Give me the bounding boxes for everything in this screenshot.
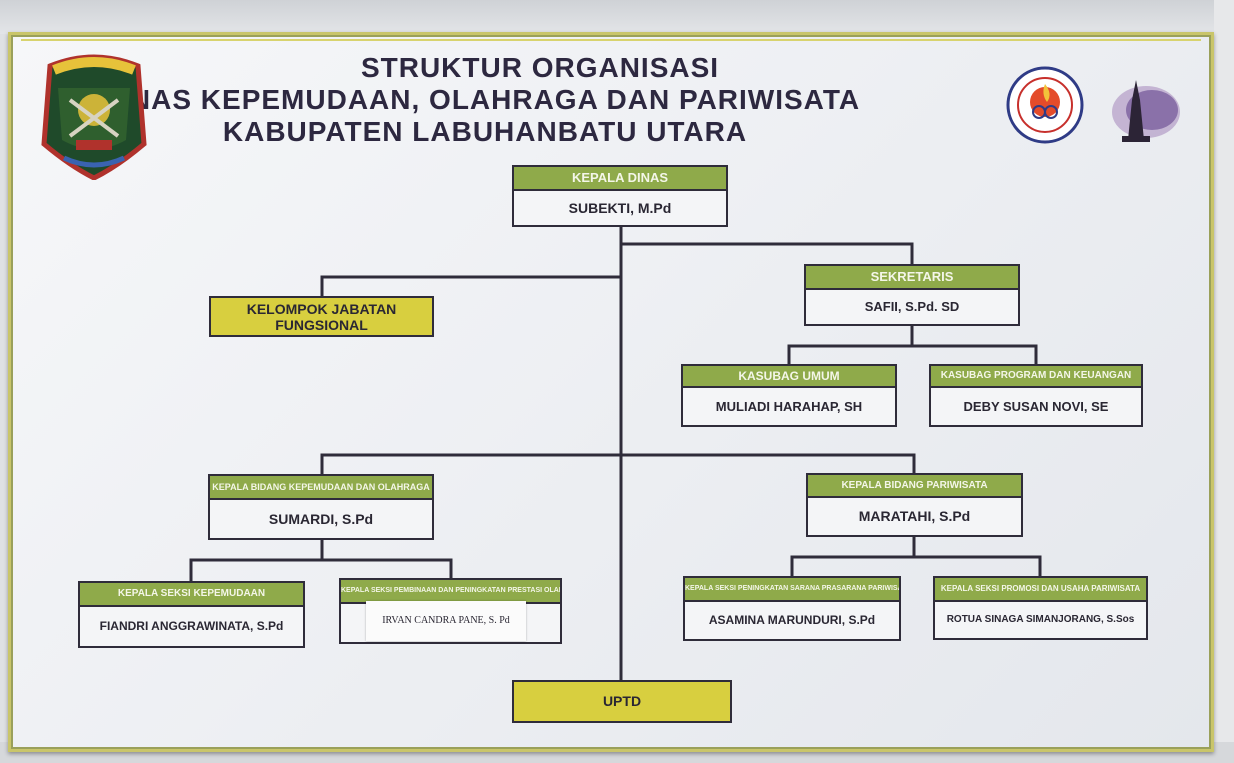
node-seksi-promosi-usaha: KEPALA SEKSI PROMOSI DAN USAHA PARIWISAT… bbox=[933, 576, 1148, 640]
wall-background bbox=[0, 0, 1234, 34]
labuhanbatu-utara-emblem-icon bbox=[41, 54, 147, 180]
connector-bidang-branch bbox=[320, 453, 916, 475]
connector-sekretaris bbox=[621, 242, 914, 265]
board-border bbox=[21, 39, 1201, 745]
node-kelompok-jabatan-fungsional: KELOMPOK JABATAN FUNGSIONAL bbox=[209, 296, 434, 337]
connector-kelompok bbox=[320, 275, 621, 296]
node-kepala-dinas-name: SUBEKTI, M.Pd bbox=[568, 200, 672, 216]
node-seksi-promosi-title: KEPALA SEKSI PROMOSI DAN USAHA PARIWISAT… bbox=[935, 578, 1146, 602]
node-seksi-sarana-title: KEPALA SEKSI PENINGKATAN SARANA PRASARAN… bbox=[685, 578, 899, 602]
node-kasubag-program-keuangan: KASUBAG PROGRAM DAN KEUANGAN DEBY SUSAN … bbox=[929, 364, 1143, 427]
node-kabid-pariwisata-name: MARATAHI, S.Pd bbox=[858, 508, 971, 524]
kementerian-pemuda-olahraga-logo-icon bbox=[1006, 66, 1084, 144]
node-kasubag-umum: KASUBAG UMUM MULIADI HARAHAP, SH bbox=[681, 364, 897, 427]
chart-title-line1: STRUKTUR ORGANISASI bbox=[360, 52, 720, 83]
node-kabid-kepemudaan-olahraga: KEPALA BIDANG KEPEMUDAAN DAN OLAHRAGA SU… bbox=[208, 474, 434, 540]
connector-kasubag-branch bbox=[787, 344, 1038, 365]
wall-background-right bbox=[1214, 0, 1234, 763]
node-sekretaris: SEKRETARIS SAFII, S.Pd. SD bbox=[804, 264, 1020, 326]
tourism-monument-logo-icon bbox=[1112, 80, 1180, 142]
node-kelompok-line1: KELOMPOK JABATAN bbox=[246, 301, 397, 317]
node-kabid-kepemudaan-title: KEPALA BIDANG KEPEMUDAAN DAN OLAHRAGA bbox=[210, 476, 432, 500]
node-kasubag-umum-title: KASUBAG UMUM bbox=[683, 366, 895, 388]
node-sekretaris-name: SAFII, S.Pd. SD bbox=[864, 299, 960, 314]
node-seksi-kepemudaan: KEPALA SEKSI KEPEMUDAAN FIANDRI ANGGRAWI… bbox=[78, 581, 305, 648]
chart-title-line3: KABUPATEN LABUHANBATU UTARA bbox=[222, 116, 748, 147]
chart-title-line2: DINAS KEPEMUDAAN, OLAHRAGA DAN PARIWISAT… bbox=[99, 84, 861, 115]
node-kepala-dinas: KEPALA DINAS SUBEKTI, M.Pd bbox=[512, 165, 728, 227]
node-seksi-kepemudaan-title: KEPALA SEKSI KEPEMUDAAN bbox=[80, 583, 303, 607]
node-seksi-pembinaan-name: IRVAN CANDRA PANE, S. Pd bbox=[382, 615, 510, 626]
node-seksi-sarana-name: ASAMINA MARUNDURI, S.Pd bbox=[708, 613, 876, 627]
node-kasubag-program-title: KASUBAG PROGRAM DAN KEUANGAN bbox=[931, 366, 1141, 388]
node-seksi-sarana-prasarana: KEPALA SEKSI PENINGKATAN SARANA PRASARAN… bbox=[683, 576, 901, 641]
node-sekretaris-title: SEKRETARIS bbox=[806, 266, 1018, 290]
name-label-paper: IRVAN CANDRA PANE, S. Pd bbox=[366, 601, 526, 641]
node-kepala-dinas-title: KEPALA DINAS bbox=[514, 167, 726, 191]
connector-seksi-right-branch bbox=[790, 555, 1042, 576]
connector-seksi-left-branch bbox=[189, 558, 453, 582]
node-kabid-kepemudaan-name: SUMARDI, S.Pd bbox=[268, 511, 374, 527]
node-kabid-pariwisata-title: KEPALA BIDANG PARIWISATA bbox=[808, 475, 1021, 498]
node-uptd: UPTD bbox=[512, 680, 732, 723]
node-kabid-pariwisata: KEPALA BIDANG PARIWISATA MARATAHI, S.Pd bbox=[806, 473, 1023, 537]
node-seksi-kepemudaan-name: FIANDRI ANGGRAWINATA, S.Pd bbox=[99, 619, 284, 633]
node-seksi-promosi-name: ROTUA SINAGA SIMANJORANG, S.Sos bbox=[946, 614, 1135, 625]
node-kelompok-line2: FUNGSIONAL bbox=[275, 317, 368, 333]
node-kasubag-umum-name: MULIADI HARAHAP, SH bbox=[715, 399, 863, 414]
node-kasubag-program-name: DEBY SUSAN NOVI, SE bbox=[963, 399, 1109, 414]
